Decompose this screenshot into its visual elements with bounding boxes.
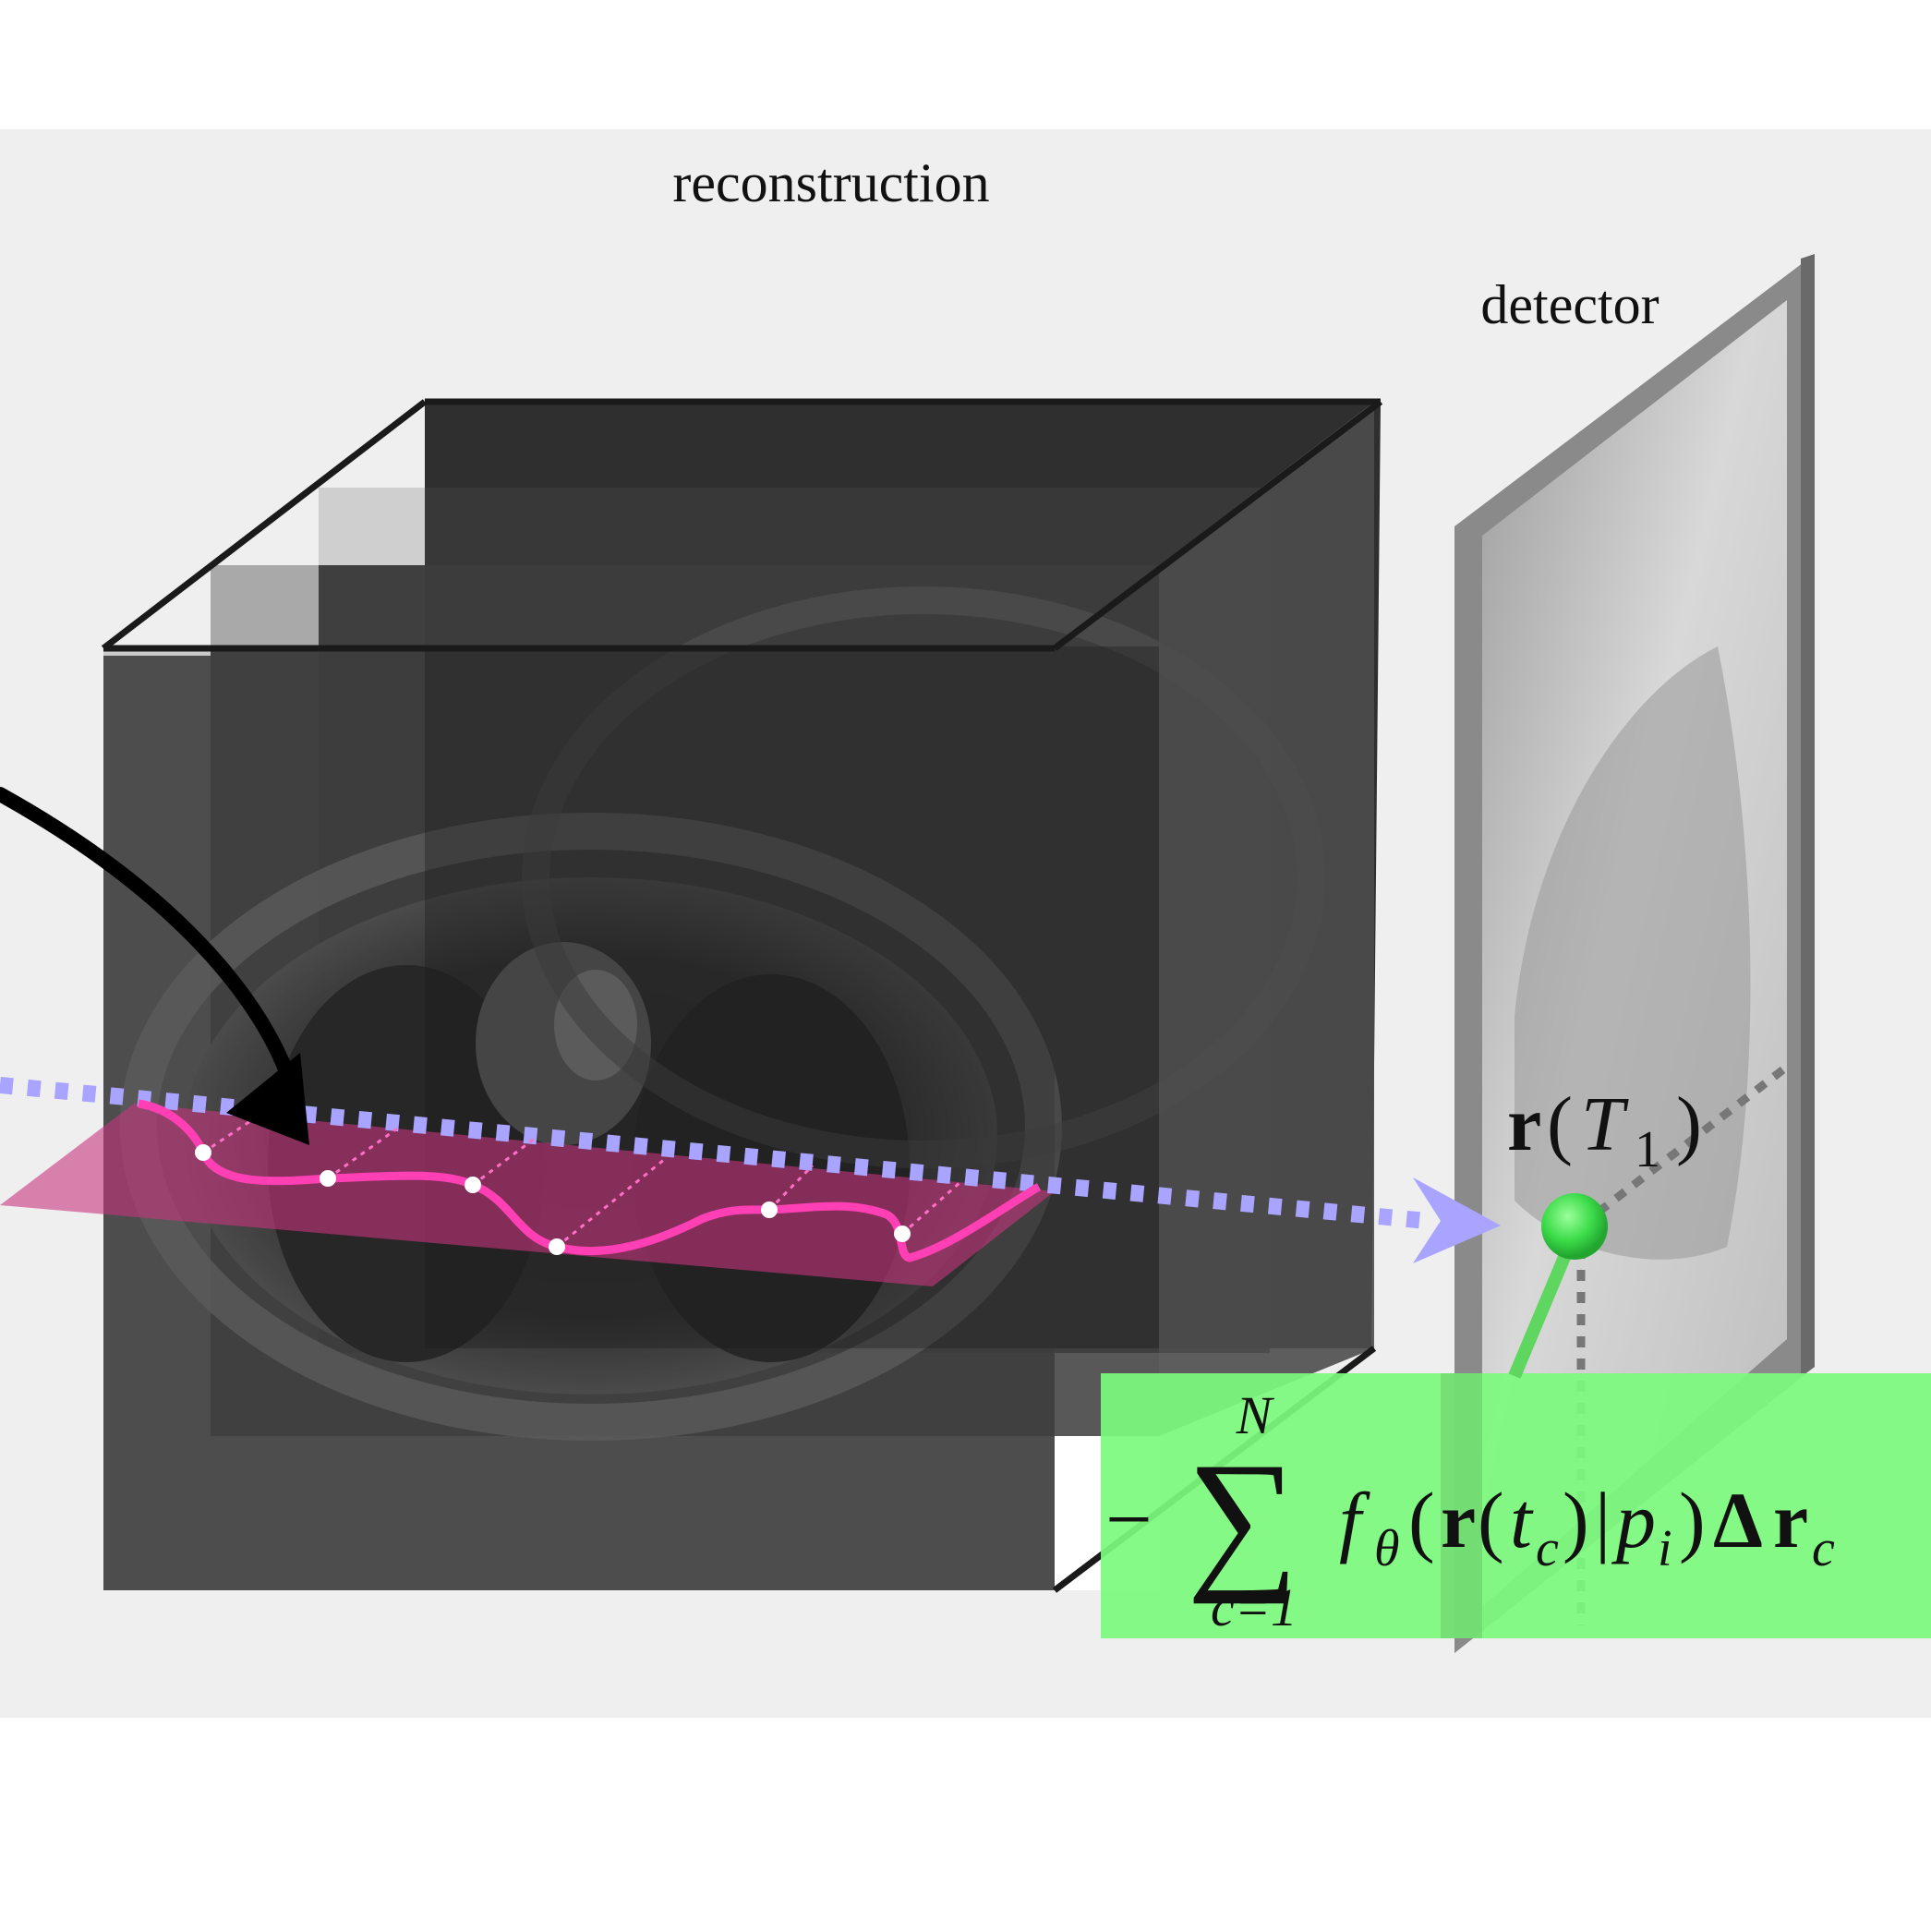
curved-arrow-icon: [0, 787, 303, 1106]
slice-top-light-1: [319, 488, 425, 565]
formula-box: [1101, 1373, 1931, 1638]
eq-open-paren: (: [1547, 1081, 1573, 1167]
volume-right-face: [1159, 402, 1374, 1436]
eq-t: t: [1510, 1476, 1534, 1564]
eq-symbol-t: T: [1581, 1081, 1629, 1167]
sample-point: [465, 1177, 481, 1193]
eq-open1: (: [1408, 1476, 1435, 1564]
eq-subscript: 1: [1635, 1121, 1660, 1178]
detector-frame-edge: [1801, 254, 1815, 1376]
eq-bold-r-3: r: [1773, 1476, 1808, 1564]
eq-close1: ): [1679, 1476, 1706, 1564]
eq-bold-r-2: r: [1441, 1476, 1476, 1564]
sample-point: [549, 1238, 565, 1255]
eq-delta: Δ: [1713, 1476, 1763, 1564]
detector-label: detector: [1480, 274, 1659, 335]
detector-frame-through-box: [1441, 1373, 1482, 1638]
eq-lower-limit: c=1: [1211, 1577, 1297, 1637]
eq-bar: |: [1595, 1476, 1611, 1564]
sample-point: [761, 1201, 778, 1218]
sampling-plane: [0, 1104, 1055, 1286]
sample-point: [320, 1170, 336, 1187]
ray-point-equation: r ( T 1 ): [1507, 1081, 1702, 1178]
sample-point: [195, 1144, 211, 1161]
eq-function-sub: θ: [1374, 1520, 1400, 1577]
eq-minus: −: [1105, 1474, 1153, 1565]
detector-lung-shape: [1515, 646, 1751, 1260]
reconstruction-label: reconstruction: [672, 152, 989, 213]
volume-front-slice: [103, 648, 1055, 1590]
eq-t-sub: c: [1536, 1520, 1559, 1577]
curved-arrow-head: [226, 1053, 309, 1145]
sample-point: [894, 1226, 911, 1242]
eq-p: p: [1611, 1476, 1656, 1564]
eq-close-paren: ): [1676, 1081, 1702, 1167]
eq-upper-limit: N: [1236, 1385, 1275, 1445]
ray-arrowhead: [1413, 1177, 1501, 1263]
eq-open2: (: [1478, 1476, 1504, 1564]
volume-edge-top-right: [1052, 399, 1383, 651]
sample-projection-lines: [202, 1114, 961, 1249]
sample-points: [195, 1144, 911, 1255]
eq-bold-r: r: [1507, 1081, 1541, 1167]
eq-r-sub: c: [1812, 1520, 1835, 1577]
eq-close2: ): [1563, 1476, 1589, 1564]
volume-edge-top-left: [101, 399, 428, 651]
integral-equation: − ∑ N c=1 f θ ( r ( t c ) | p i ) Δ r c: [1105, 1385, 1835, 1637]
green-sphere-icon: [1541, 1193, 1608, 1260]
eq-p-sub: i: [1658, 1520, 1672, 1577]
ray-dotted-line: [0, 1077, 1428, 1229]
eq-sum: ∑: [1187, 1431, 1298, 1604]
slice-top-light-2: [211, 565, 319, 648]
